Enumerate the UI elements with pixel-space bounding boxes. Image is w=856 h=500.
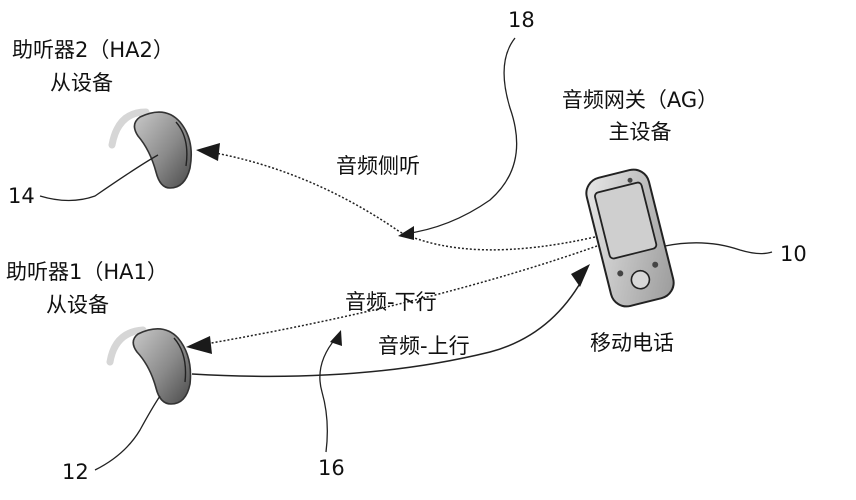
ha1-role: 从设备 <box>46 293 109 317</box>
ag-role: 主设备 <box>608 120 672 144</box>
ha1-title: 助听器1（HA1） <box>6 260 168 284</box>
leader-18 <box>403 37 518 235</box>
ag-device-name: 移动电话 <box>590 331 674 355</box>
uplink-arrowhead <box>571 264 590 287</box>
sidetone-arrowhead <box>196 143 220 161</box>
leader-18-arrowhead <box>398 226 414 240</box>
ref-12: 12 <box>62 460 89 484</box>
leader-10 <box>664 242 773 255</box>
mobile-phone-device <box>585 168 675 308</box>
leader-16 <box>319 337 337 453</box>
ha2-role: 从设备 <box>50 71 113 95</box>
sidetone-audio-path <box>209 151 596 251</box>
ha2-title: 助听器2（HA2） <box>12 38 174 62</box>
uplink-label: 音频-上行 <box>378 334 470 358</box>
hearing-aid-2-device <box>108 108 193 189</box>
ag-title: 音频网关（AG） <box>561 88 719 112</box>
ref-16: 16 <box>318 456 345 480</box>
ref-18: 18 <box>508 8 535 32</box>
downlink-arrowhead <box>186 336 212 354</box>
leader-12 <box>94 395 161 471</box>
downlink-audio-path <box>199 245 598 346</box>
leader-16-arrowhead <box>330 330 342 346</box>
ref-10: 10 <box>780 242 807 266</box>
sidetone-label: 音频侧听 <box>336 154 420 178</box>
uplink-audio-path <box>191 279 583 378</box>
hearing-aid-1-device <box>106 326 192 405</box>
leader-14 <box>39 154 159 202</box>
downlink-label: 音频-下行 <box>345 290 437 314</box>
ref-14: 14 <box>8 184 35 208</box>
